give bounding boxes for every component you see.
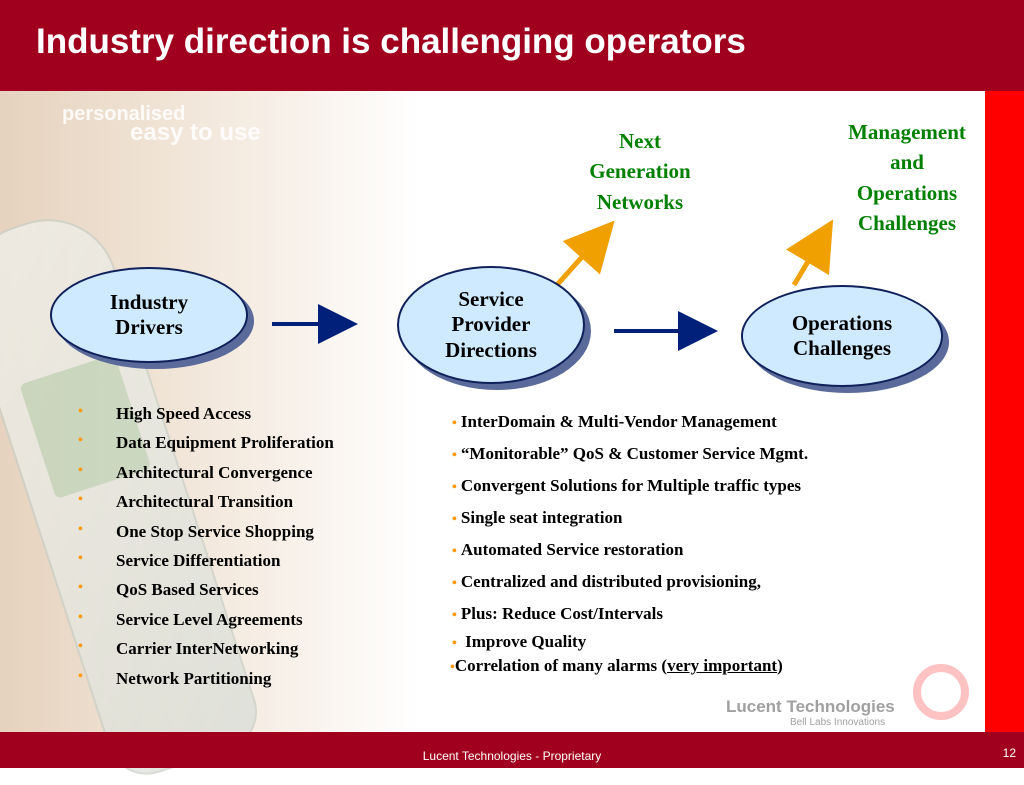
- bullet-icon: •: [452, 576, 457, 591]
- label-line: Management: [848, 120, 966, 144]
- bullet-icon: •: [78, 492, 83, 508]
- next-generation-networks-label: Next Generation Networks: [560, 126, 720, 217]
- bullet-icon: •: [452, 416, 457, 431]
- lucent-tagline: Bell Labs Innovations: [790, 717, 886, 728]
- list-item-text: Architectural Convergence: [116, 462, 313, 482]
- bullet-icon: •: [78, 668, 83, 684]
- bullet-icon: •: [78, 609, 83, 625]
- management-operations-label: Management and Operations Challenges: [830, 117, 984, 239]
- list-item: •“Monitorable” QoS & Customer Service Mg…: [452, 444, 808, 464]
- list-item-text: Carrier InterNetworking: [116, 639, 299, 659]
- list-item: • Data Equipment Proliferation: [76, 433, 334, 462]
- bullet-icon: •: [452, 636, 457, 651]
- bubble-label: Service: [458, 287, 524, 312]
- list-item: • One Stop Service Shopping: [76, 522, 334, 551]
- list-item: • Improve Quality: [452, 632, 586, 652]
- industry-drivers-list: • High Speed Access • Data Equipment Proli…: [76, 404, 334, 698]
- list-item-text: Plus: Reduce Cost/Intervals: [460, 604, 664, 623]
- background-photo: personalised easy to use: [0, 91, 420, 785]
- bullet-icon: •: [450, 660, 455, 675]
- list-item-text: ): [777, 656, 783, 675]
- background-word: personalised: [62, 103, 186, 125]
- list-item: • Service Differentiation: [76, 551, 334, 580]
- list-item-text: QoS Based Services: [116, 580, 259, 600]
- list-item-text: Single seat integration: [460, 508, 623, 527]
- list-item-text: “Monitorable” QoS & Customer Service Mgm…: [460, 444, 809, 463]
- accent-strip: [985, 91, 1024, 732]
- list-item-text: Automated Service restoration: [460, 540, 684, 559]
- list-item: •Convergent Solutions for Multiple traff…: [452, 476, 801, 496]
- bullet-icon: •: [78, 521, 83, 537]
- bubble-label: Directions: [445, 337, 537, 362]
- bullet-icon: •: [452, 480, 457, 495]
- bubble-label: Operations: [791, 310, 893, 335]
- list-item: • QoS Based Services: [76, 580, 334, 609]
- label-line: Challenges: [857, 211, 956, 236]
- industry-drivers-bubble: Industry Drivers: [50, 267, 248, 363]
- bullet-icon: •: [452, 544, 457, 559]
- label-line: Generation: [589, 159, 691, 184]
- bubble-label: Provider: [451, 312, 531, 337]
- label-line: and: [890, 150, 924, 175]
- list-item-text: Correlation of many alarms (: [454, 656, 668, 675]
- bullet-icon: •: [78, 462, 83, 478]
- bullet-icon: •: [78, 550, 83, 566]
- list-item-text: Data Equipment Proliferation: [116, 433, 334, 453]
- bullet-icon: •: [452, 448, 457, 463]
- emphasis-text: very important: [667, 656, 778, 675]
- lucent-logo-text: Lucent Technologies: [726, 697, 895, 716]
- list-item: •Plus: Reduce Cost/Intervals: [452, 604, 663, 624]
- slide-title: Industry direction is challenging operat…: [36, 22, 746, 61]
- list-item-text: Improve Quality: [460, 632, 587, 651]
- page-number: 12: [1002, 746, 1016, 760]
- bubble-label: Drivers: [115, 315, 183, 339]
- bubble-label: Challenges: [792, 336, 891, 360]
- list-item-text: Convergent Solutions for Multiple traffi…: [460, 476, 802, 495]
- list-item: • Network Partitioning: [76, 669, 334, 698]
- list-item-text: Service Level Agreements: [116, 609, 303, 629]
- list-item-text: High Speed Access: [116, 404, 252, 423]
- operations-challenges-bubble: Operations Challenges: [741, 285, 943, 387]
- bullet-icon: •: [78, 639, 83, 655]
- footer-text: Lucent Technologies - Proprietary: [422, 749, 602, 763]
- diagram-arrows: [272, 219, 834, 351]
- list-item: • Service Level Agreements: [76, 610, 334, 639]
- bullet-icon: •: [452, 512, 457, 527]
- label-line: Next: [619, 129, 661, 153]
- label-line: Operations: [856, 180, 958, 205]
- arrow-to-next-generation: [554, 220, 615, 288]
- title-banner: Industry direction is challenging operat…: [0, 0, 1024, 91]
- list-item-text: Architectural Transition: [116, 492, 294, 512]
- list-item-text: InterDomain & Multi-Vendor Management: [460, 412, 777, 431]
- list-item: •Centralized and distributed provisionin…: [452, 572, 761, 592]
- list-item-text: Centralized and distributed provisioning…: [460, 572, 761, 591]
- list-item: • Architectural Transition: [76, 492, 334, 521]
- background-word: easy to use: [130, 119, 261, 146]
- list-item-text: Network Partitioning: [116, 668, 272, 688]
- bullet-icon: •: [78, 580, 83, 596]
- list-item: • High Speed Access: [76, 404, 334, 433]
- bullet-icon: •: [452, 608, 457, 623]
- list-item: • Carrier InterNetworking: [76, 639, 334, 668]
- list-item-text: Service Differentiation: [116, 550, 281, 570]
- bullet-icon: •: [78, 404, 83, 419]
- arrow-to-management: [786, 219, 834, 287]
- bullet-icon: •: [78, 433, 83, 449]
- list-item-text: One Stop Service Shopping: [116, 521, 314, 541]
- list-item: •Automated Service restoration: [452, 540, 683, 560]
- list-item: • Architectural Convergence: [76, 463, 334, 492]
- footer-bar: Lucent Technologies - Proprietary 12: [0, 732, 1024, 768]
- list-item: •Correlation of many alarms (very import…: [450, 656, 783, 676]
- label-line: Networks: [596, 189, 684, 214]
- operations-challenges-list: •InterDomain & Multi-Vendor Management •…: [450, 412, 922, 682]
- list-item: •InterDomain & Multi-Vendor Management: [452, 412, 777, 432]
- bubble-label: Industry: [109, 289, 189, 314]
- list-item: •Single seat integration: [452, 508, 622, 528]
- service-provider-directions-bubble: Service Provider Directions: [397, 266, 585, 384]
- lucent-ring-icon: [913, 664, 969, 720]
